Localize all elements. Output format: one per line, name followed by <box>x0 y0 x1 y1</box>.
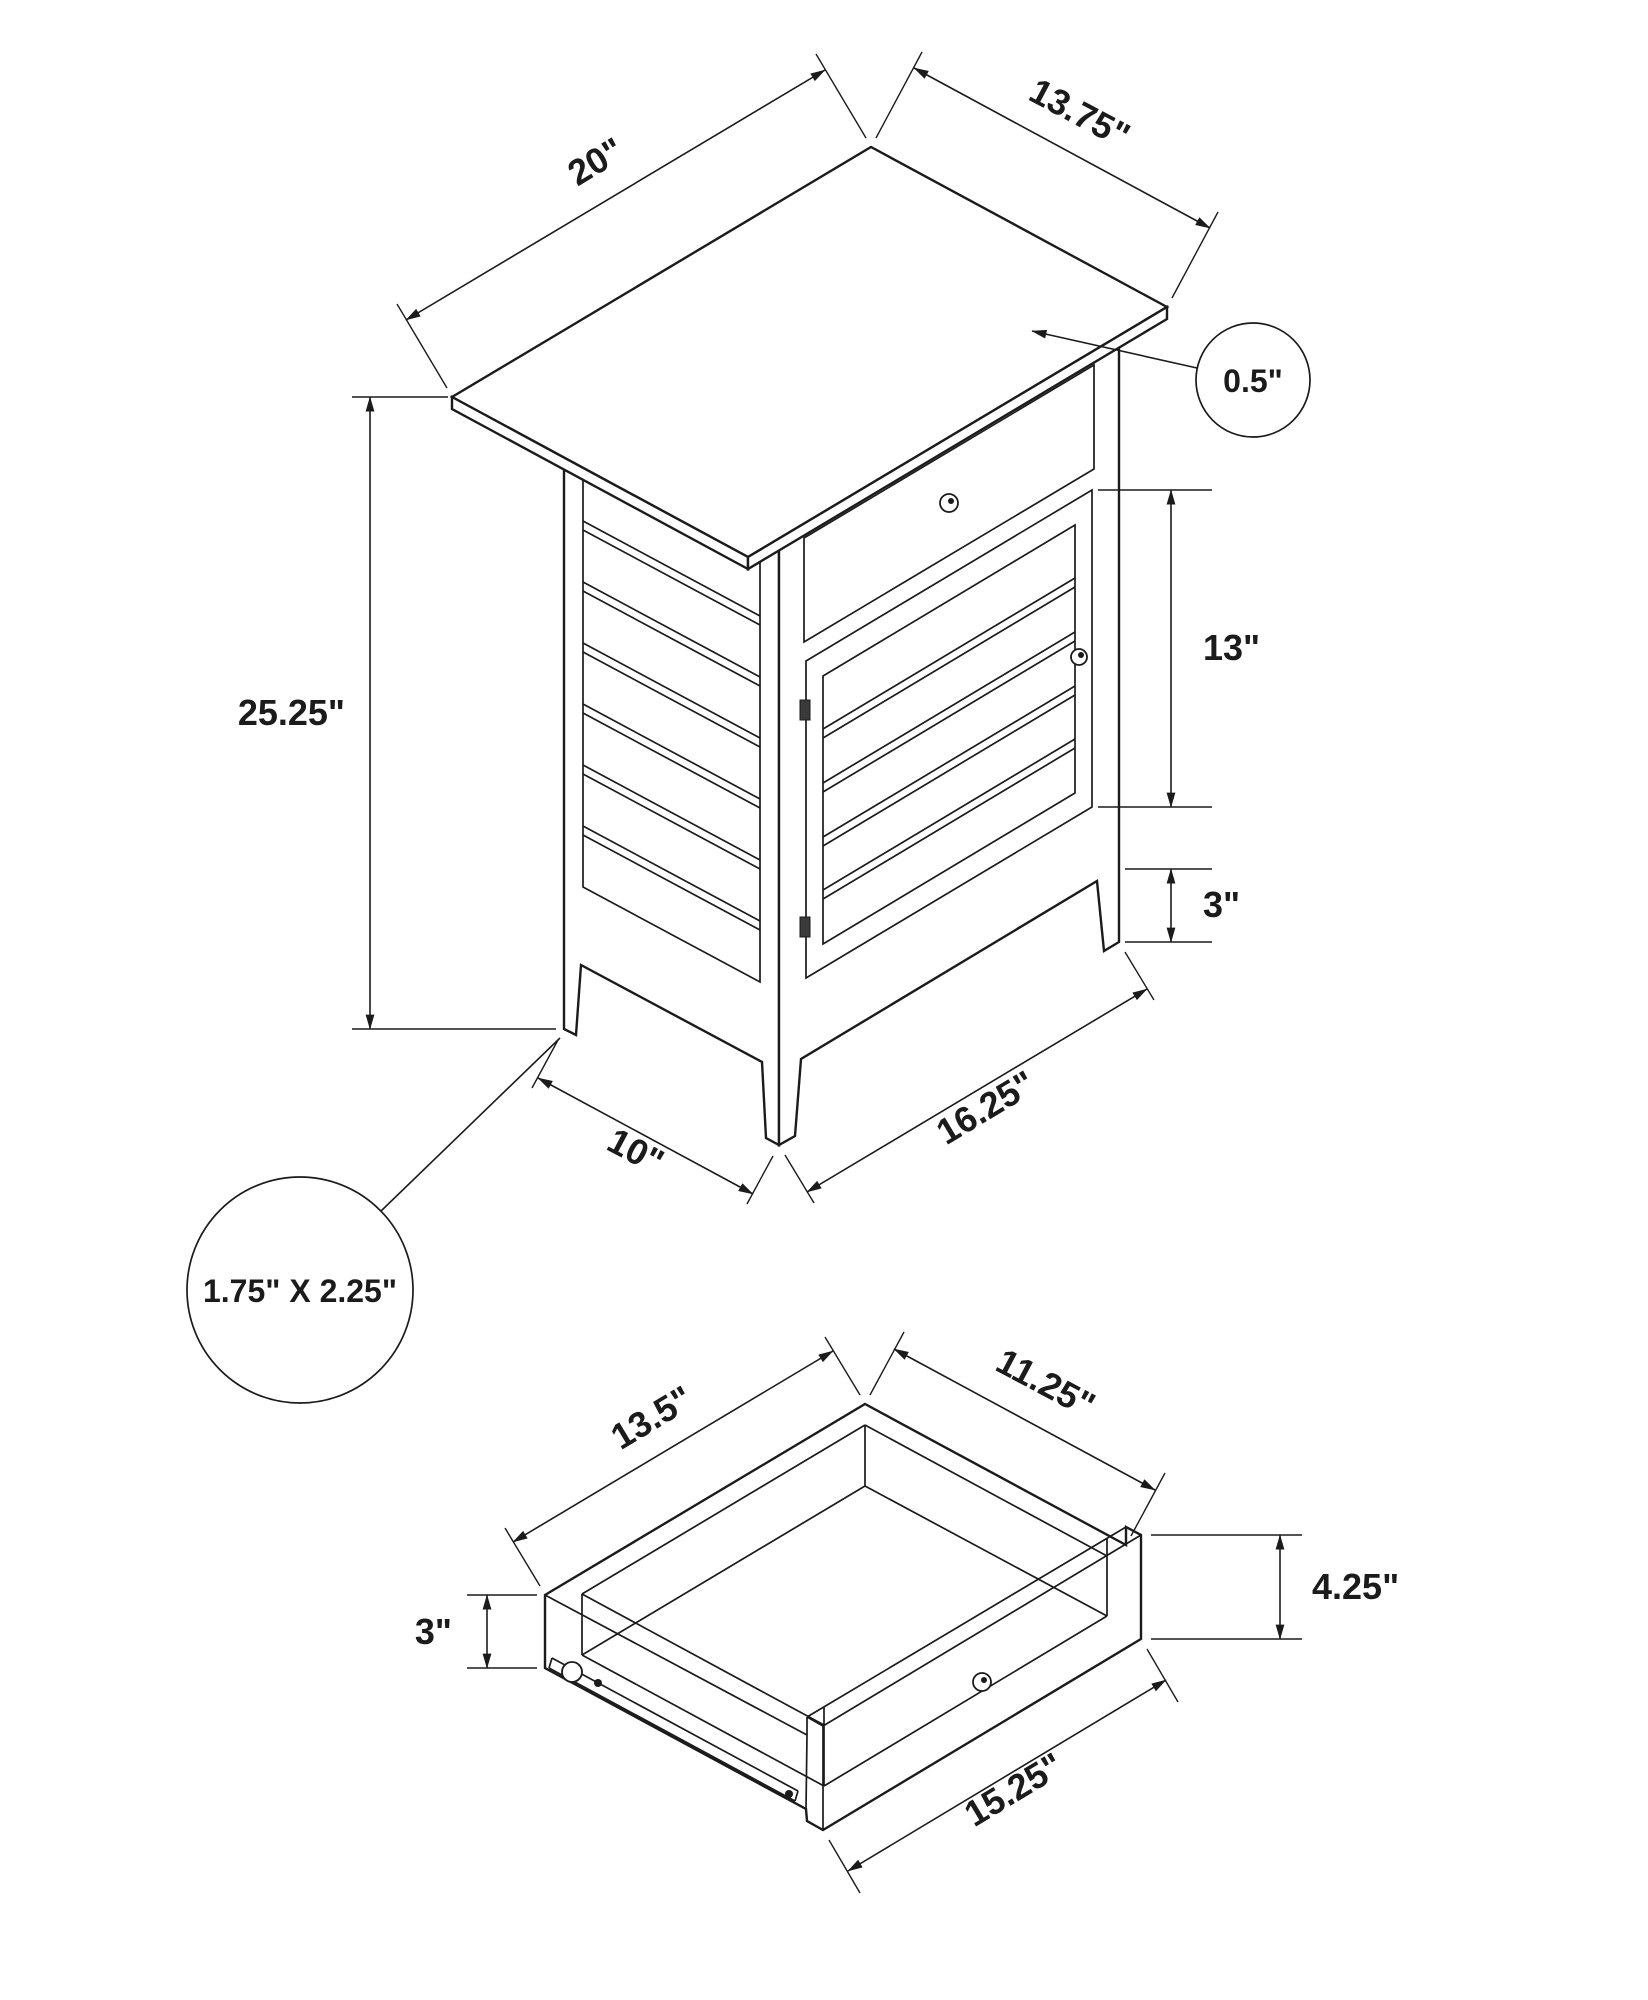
dim-overall-height: 25.25" <box>238 396 556 1030</box>
dim-overall-height-label: 25.25" <box>238 692 345 733</box>
drawer-slide-roller <box>785 1790 793 1798</box>
dim-front-width-label: 15.25" <box>957 1744 1070 1834</box>
dim-base-width-label: 16.25" <box>929 1062 1042 1152</box>
dim-inner-width-label: 13.5" <box>604 1377 700 1457</box>
dim-top-thickness-label: 0.5" <box>1223 363 1283 399</box>
cabinet-side-louvers <box>582 520 761 931</box>
cabinet-door-louvers <box>822 577 1076 900</box>
dim-top-thickness: 0.5" <box>1031 322 1311 438</box>
cabinet-drawer-knob-dot <box>948 498 954 504</box>
tabletop-front-edge <box>746 304 1169 572</box>
cabinet-door-panel <box>822 523 1076 946</box>
dim-top-width-label: 20" <box>561 129 631 194</box>
dim-inner-depth-label: 11.25" <box>990 1340 1102 1426</box>
cabinet-drawer-front <box>803 363 1095 644</box>
dim-side-height: 3" <box>415 1594 537 1669</box>
dim-base-depth-label: 10" <box>601 1119 671 1182</box>
cabinet-figure <box>449 145 1170 1148</box>
dim-top-depth-label: 13.75" <box>1023 70 1137 157</box>
dim-leg-height: 3" <box>1125 868 1240 943</box>
cabinet-door-knob-dot <box>1078 652 1084 658</box>
dim-front-height: 4.25" <box>1151 1534 1399 1640</box>
dim-door-height-label: 13" <box>1203 627 1260 668</box>
dim-leg-cross-section: 1.75" X 2.25" <box>186 1037 561 1404</box>
drawer-slide-wheel <box>561 1661 583 1683</box>
door-hinge-bottom <box>799 916 811 938</box>
drawer-box-knob-dot <box>981 1677 987 1683</box>
dim-leg-height-label: 3" <box>1203 884 1240 925</box>
top-thickness-callout-circle <box>1195 322 1311 438</box>
door-hinge-top <box>799 699 811 721</box>
dim-side-height-label: 3" <box>415 1611 452 1652</box>
dim-front-height-label: 4.25" <box>1312 1566 1399 1607</box>
dim-leg-cross-section-label: 1.75" X 2.25" <box>203 1273 397 1309</box>
drawer-slide-rail <box>548 1657 799 1802</box>
leg-callout-circle <box>186 1176 414 1404</box>
dim-base-depth: 10" <box>531 1039 774 1205</box>
cabinet-door <box>805 488 1093 980</box>
drawer-slide-screw <box>594 1679 602 1687</box>
dim-door-height: 13" <box>1098 489 1260 808</box>
